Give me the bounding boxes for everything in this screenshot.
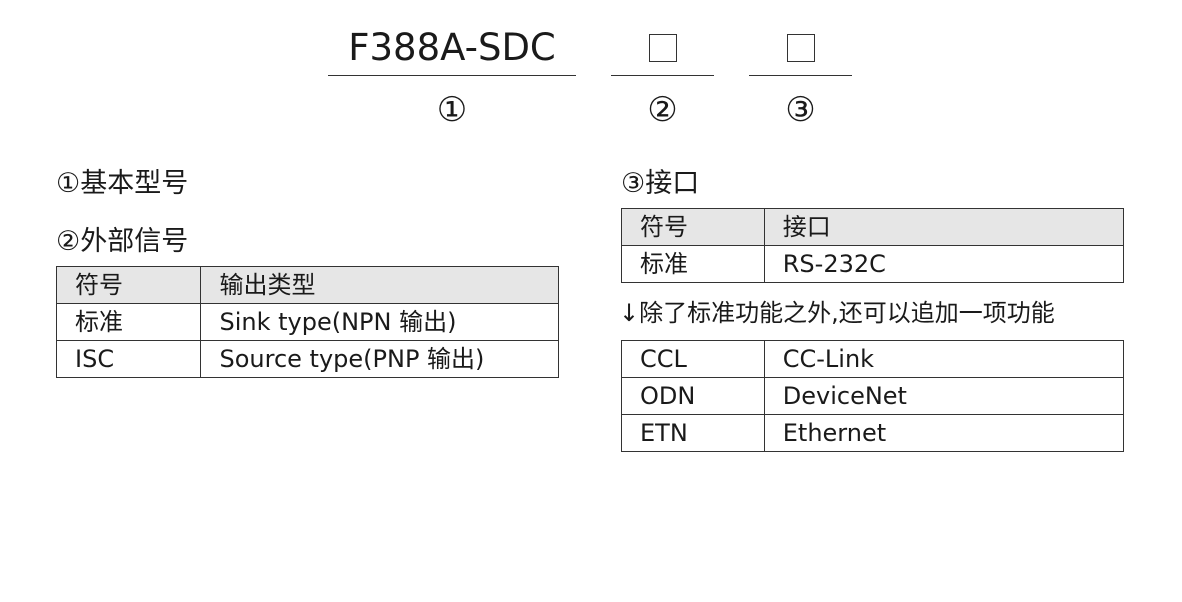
table-row: CCL CC-Link bbox=[621, 340, 1125, 378]
cell-code: 标准 bbox=[55, 303, 202, 341]
underline-base bbox=[328, 75, 576, 76]
output-type-table: 符号 输出类型 标准 Sink type(NPN 输出) ISC Source … bbox=[55, 266, 559, 378]
blank-box-icon bbox=[786, 34, 815, 62]
cell-value: Ethernet bbox=[763, 414, 1125, 452]
model-code-slot-2 bbox=[611, 28, 714, 70]
cell-code: CCL bbox=[621, 340, 765, 378]
cell-code: ETN bbox=[621, 414, 765, 452]
option-note: ↓除了标准功能之外,还可以追加一项功能 bbox=[619, 299, 1055, 327]
blank-box-icon bbox=[648, 34, 677, 62]
code-label-3: ③ bbox=[785, 90, 816, 130]
code-label-1: ① bbox=[436, 90, 468, 130]
option-table: CCL CC-Link ODN DeviceNet ETN Ethernet bbox=[621, 340, 1125, 452]
header-cell: 符号 bbox=[55, 266, 202, 304]
code-label-2: ② bbox=[647, 90, 678, 130]
table-row: ODN DeviceNet bbox=[621, 377, 1125, 415]
section3-title: ③接口 bbox=[621, 168, 700, 199]
cell-value: Source type(PNP 输出) bbox=[200, 340, 559, 378]
header-cell: 符号 bbox=[621, 208, 765, 246]
cell-code: ISC bbox=[55, 340, 202, 378]
cell-value: RS-232C bbox=[763, 245, 1125, 283]
header-cell: 输出类型 bbox=[200, 266, 559, 304]
table-header-row: 符号 接口 bbox=[621, 208, 1125, 246]
cell-value: Sink type(NPN 输出) bbox=[200, 303, 559, 341]
model-code-slot-3 bbox=[749, 28, 852, 70]
section1-title: ①基本型号 bbox=[56, 168, 189, 199]
table-row: 标准 Sink type(NPN 输出) bbox=[55, 303, 559, 341]
model-code-base: F388A-SDC bbox=[348, 26, 556, 69]
table-header-row: 符号 输出类型 bbox=[55, 266, 559, 304]
cell-code: 标准 bbox=[621, 245, 765, 283]
table-row: ETN Ethernet bbox=[621, 414, 1125, 452]
cell-value: DeviceNet bbox=[763, 377, 1125, 415]
underline-slot-3 bbox=[749, 75, 852, 76]
table-row: 标准 RS-232C bbox=[621, 245, 1125, 283]
header-cell: 接口 bbox=[763, 208, 1125, 246]
table-row: ISC Source type(PNP 输出) bbox=[55, 340, 559, 378]
underline-slot-2 bbox=[611, 75, 714, 76]
cell-value: CC-Link bbox=[763, 340, 1125, 378]
cell-code: ODN bbox=[621, 377, 765, 415]
interface-table: 符号 接口 标准 RS-232C bbox=[621, 208, 1125, 283]
section2-title: ②外部信号 bbox=[56, 226, 189, 257]
